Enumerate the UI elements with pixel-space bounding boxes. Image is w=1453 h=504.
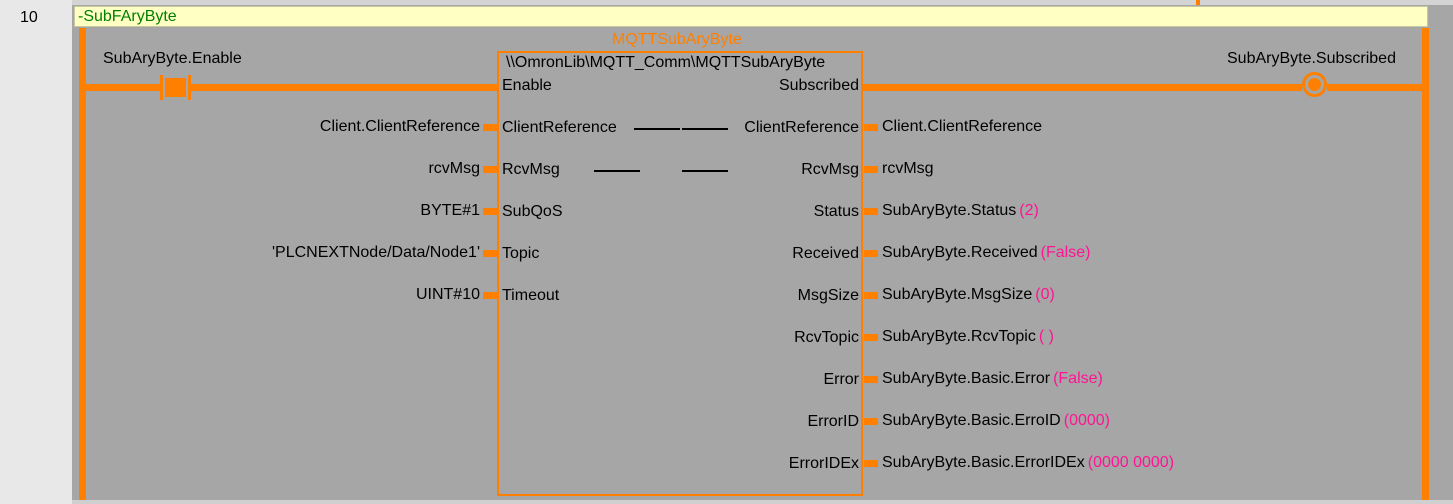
input-arg[interactable]: UINT#10 bbox=[415, 286, 480, 303]
fb-pin-output: RcvMsg bbox=[801, 161, 859, 178]
fb-pin-output: Received bbox=[792, 245, 859, 262]
no-contact-icon[interactable] bbox=[165, 78, 186, 97]
left-power-rail bbox=[79, 28, 86, 504]
fb-pin-output: ErrorIDEx bbox=[788, 455, 859, 472]
input-stub bbox=[483, 124, 497, 131]
output-arg-name: SubAryByte.Basic.ErroID bbox=[882, 412, 1061, 429]
output-arg-name: SubAryByte.Basic.ErrorIDEx bbox=[882, 454, 1085, 471]
output-value: (0000 0000) bbox=[1087, 454, 1175, 471]
right-power-rail bbox=[1422, 28, 1429, 504]
line-number-gutter bbox=[0, 0, 72, 504]
output-stub bbox=[864, 292, 878, 299]
output-stub bbox=[864, 418, 878, 425]
output-arg-name: SubAryByte.Status bbox=[882, 202, 1017, 219]
output-arg-name: Client.ClientReference bbox=[882, 118, 1043, 135]
output-arg-name: SubAryByte.Received bbox=[882, 244, 1038, 261]
output-stub bbox=[864, 376, 878, 383]
input-stub bbox=[483, 166, 497, 173]
fb-type-name: \\OmronLib\MQTT_Comm\MQTTSubAryByte bbox=[506, 54, 826, 71]
input-arg[interactable]: BYTE#1 bbox=[420, 202, 480, 219]
fb-pin-output: Error bbox=[823, 371, 859, 388]
output-stub bbox=[864, 166, 878, 173]
contact-variable[interactable]: SubAryByte.Enable bbox=[103, 50, 242, 67]
output-value: (2) bbox=[1019, 202, 1039, 219]
fb-pin-output: RcvTopic bbox=[794, 329, 859, 346]
output-arg[interactable]: SubAryByte.Basic.ErrorIDEx(0000 0000) bbox=[882, 454, 1174, 472]
fb-pin-output: MsgSize bbox=[797, 287, 859, 304]
power-wire-to-rail bbox=[1327, 84, 1422, 91]
output-value: (False) bbox=[1053, 370, 1103, 387]
inout-link-clientreference-a bbox=[634, 128, 680, 130]
bottom-strip bbox=[72, 500, 1453, 504]
output-arg-name: SubAryByte.Basic.Error bbox=[882, 370, 1051, 387]
fb-pin-input: Timeout bbox=[502, 287, 560, 304]
output-arg-name: SubAryByte.RcvTopic bbox=[882, 328, 1036, 345]
top-strip bbox=[72, 0, 1453, 5]
coil-inner bbox=[1308, 78, 1321, 91]
fb-pin-output: ErrorID bbox=[807, 413, 859, 430]
input-stub bbox=[483, 208, 497, 215]
power-wire-to-fb bbox=[191, 84, 497, 91]
output-arg[interactable]: SubAryByte.Received(False) bbox=[882, 244, 1090, 262]
output-arg[interactable]: SubAryByte.RcvTopic( ) bbox=[882, 328, 1054, 346]
input-arg[interactable]: 'PLCNEXTNode/Data/Node1' bbox=[272, 244, 480, 261]
output-value: (False) bbox=[1040, 244, 1091, 261]
input-stub bbox=[483, 250, 497, 257]
output-stub bbox=[864, 208, 878, 215]
inout-link-rcvmsg-b bbox=[682, 170, 728, 172]
output-stub bbox=[864, 250, 878, 257]
fb-pin-input: Topic bbox=[502, 245, 540, 262]
output-arg-name: SubAryByte.MsgSize bbox=[882, 286, 1033, 303]
coil-variable[interactable]: SubAryByte.Subscribed bbox=[1227, 50, 1396, 67]
inout-link-rcvmsg-a bbox=[594, 170, 640, 172]
contact-right-bar bbox=[188, 75, 191, 100]
output-arg-name: rcvMsg bbox=[882, 160, 934, 177]
output-arg[interactable]: SubAryByte.Basic.ErroID(0000) bbox=[882, 412, 1110, 430]
power-wire-from-fb bbox=[863, 84, 1302, 91]
output-value: (0) bbox=[1035, 286, 1055, 303]
output-stub bbox=[864, 460, 878, 467]
fb-instance-name[interactable]: MQTTSubAryByte bbox=[612, 31, 742, 48]
output-arg[interactable]: rcvMsg bbox=[882, 160, 937, 178]
output-arg[interactable]: SubAryByte.MsgSize(0) bbox=[882, 286, 1055, 304]
output-value: ( ) bbox=[1038, 328, 1054, 345]
rung-comment[interactable]: -SubFAryByte bbox=[74, 6, 1428, 27]
fb-pin-output: Status bbox=[813, 203, 859, 220]
fb-pin-input: ClientReference bbox=[502, 119, 617, 136]
inout-link-clientreference-b bbox=[682, 128, 728, 130]
rung-number[interactable]: 10 bbox=[20, 9, 38, 26]
input-stub bbox=[483, 292, 497, 299]
power-wire-left bbox=[86, 84, 162, 91]
fb-pin-subscribed: Subscribed bbox=[778, 77, 859, 94]
input-arg[interactable]: rcvMsg bbox=[428, 160, 480, 177]
output-arg[interactable]: Client.ClientReference bbox=[882, 118, 1045, 136]
fb-pin-input: RcvMsg bbox=[502, 161, 560, 178]
rung-comment-text: -SubFAryByte bbox=[78, 8, 177, 25]
position-marker bbox=[1196, 0, 1200, 5]
fb-pin-input: SubQoS bbox=[502, 203, 563, 220]
contact-left-bar bbox=[160, 75, 163, 100]
output-value: (0000) bbox=[1063, 412, 1110, 429]
output-arg[interactable]: SubAryByte.Basic.Error(False) bbox=[882, 370, 1103, 388]
output-stub bbox=[864, 334, 878, 341]
fb-pin-output: ClientReference bbox=[744, 119, 859, 136]
input-arg[interactable]: Client.ClientReference bbox=[319, 118, 480, 135]
fb-pin-enable: Enable bbox=[502, 77, 552, 94]
coil-icon[interactable] bbox=[1302, 72, 1327, 97]
output-stub bbox=[864, 124, 878, 131]
function-block[interactable] bbox=[497, 51, 863, 496]
output-arg[interactable]: SubAryByte.Status(2) bbox=[882, 202, 1039, 220]
